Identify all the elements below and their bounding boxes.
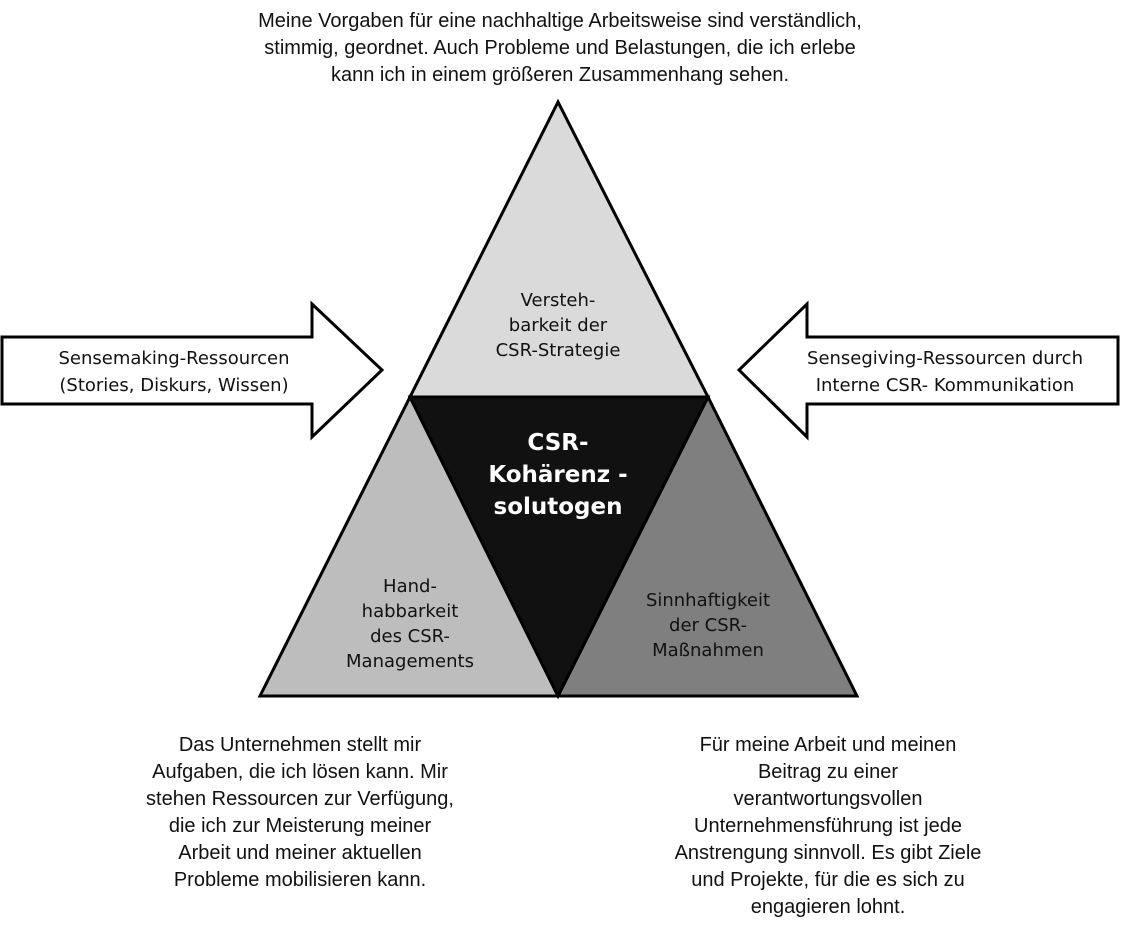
statement-line: die ich zur Meisterung meiner	[168, 815, 432, 837]
top-statement-line: Meine Vorgaben für eine nachhaltige Arbe…	[258, 10, 862, 32]
statement-line: Arbeit und meiner aktuellen	[178, 842, 422, 864]
label-sensemaking: Sensemaking-Ressourcen (Stories, Diskurs…	[58, 348, 289, 396]
statement-line: Das Unternehmen stellt mir	[178, 734, 422, 756]
bottom-right-statement: Für meine Arbeit und meinen Beitrag zu e…	[628, 732, 1028, 921]
label-meaningfulness: Sinnhaftigkeit der CSR- Maßnahmen	[646, 590, 770, 661]
statement-line: Für meine Arbeit und meinen	[699, 734, 957, 756]
bottom-left-statement: Das Unternehmen stellt mir Aufgaben, die…	[110, 732, 490, 894]
statement-line: engagieren lohnt.	[750, 896, 906, 918]
statement-line: Unternehmensführung ist jede	[694, 815, 962, 837]
label-line: der CSR-	[669, 615, 747, 636]
label-coherence: CSR- Kohärenz - solutogen	[488, 430, 627, 520]
statement-line: Probleme mobilisieren kann.	[173, 869, 427, 891]
label-line: Kohärenz -	[488, 462, 627, 488]
label-manageability: Hand- habbarkeit des CSR- Managements	[346, 576, 474, 672]
label-comprehensibility: Versteh- barkeit der CSR-Strategie	[496, 290, 621, 361]
top-statement-line: stimmig, geordnet. Auch Probleme und Bel…	[264, 37, 856, 59]
top-statement-line: kann ich in einem größeren Zusammenhang …	[330, 64, 790, 86]
statement-line: Beitrag zu einer	[757, 761, 899, 783]
statement-line: und Projekte, für die es sich zu	[691, 869, 965, 891]
statement-line: Anstrengung sinnvoll. Es gibt Ziele	[674, 842, 982, 864]
triangle-coherence	[407, 395, 711, 700]
label-sensegiving: Sensegiving-Ressourcen durch Interne CSR…	[807, 348, 1083, 396]
label-line: Maßnahmen	[652, 640, 764, 661]
label-line: Sensegiving-Ressourcen durch	[807, 348, 1083, 369]
arrow-sensemaking	[0, 300, 385, 441]
statement-line: stehen Ressourcen zur Verfügung,	[146, 788, 454, 810]
label-line: Hand-	[383, 576, 437, 597]
label-line: solutogen	[494, 494, 623, 520]
label-line: Sensemaking-Ressourcen	[58, 348, 289, 369]
label-line: Interne CSR- Kommunikation	[816, 375, 1075, 396]
arrow-sensegiving	[736, 300, 1120, 441]
label-line: barkeit der	[509, 315, 608, 336]
statement-line: verantwortungsvollen	[733, 788, 923, 810]
top-statement: Meine Vorgaben für eine nachhaltige Arbe…	[160, 8, 960, 89]
label-line: habbarkeit	[362, 601, 459, 622]
label-line: CSR-	[527, 430, 588, 456]
label-line: (Stories, Diskurs, Wissen)	[59, 375, 288, 396]
label-line: Sinnhaftigkeit	[646, 590, 770, 611]
label-line: Versteh-	[521, 290, 596, 311]
label-line: des CSR-	[370, 626, 450, 647]
label-line: CSR-Strategie	[496, 340, 621, 361]
label-line: Managements	[346, 651, 474, 672]
statement-line: Aufgaben, die ich lösen kann. Mir	[152, 761, 448, 783]
